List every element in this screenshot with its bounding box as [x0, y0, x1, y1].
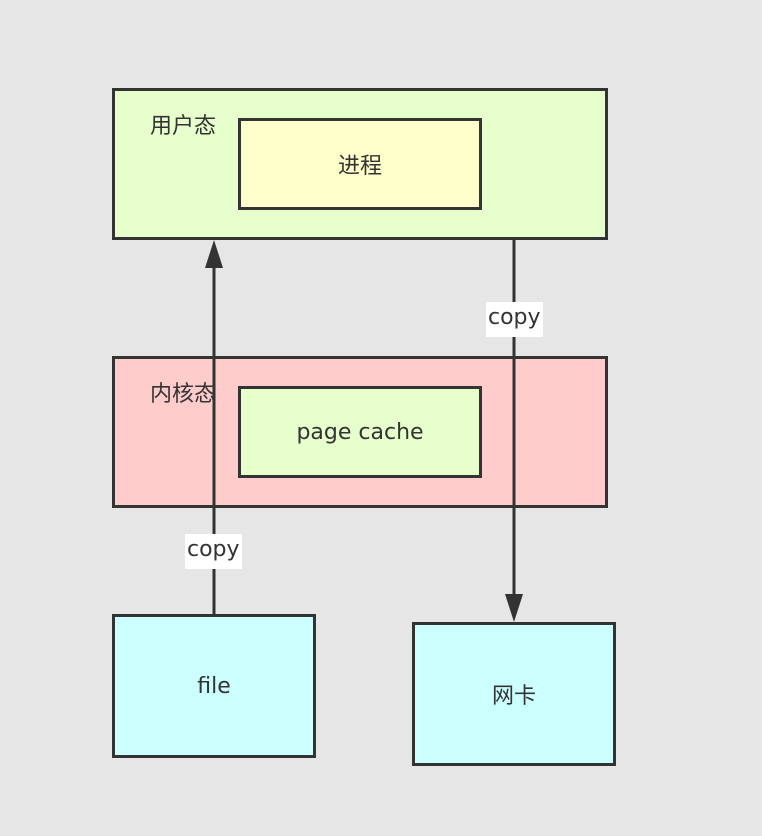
edge-label-nic-copy: copy: [486, 302, 543, 337]
file-box: file: [112, 614, 316, 758]
arrowhead-up-icon: [205, 240, 223, 268]
process-box: 进程: [238, 118, 482, 210]
file-label: file: [197, 673, 231, 699]
nic-box: 网卡: [412, 622, 616, 766]
kernel-space-label: 内核态: [150, 382, 217, 407]
page-cache-label: page cache: [296, 419, 424, 445]
edge-label-file-copy: copy: [185, 534, 242, 569]
arrowhead-down-icon: [505, 594, 523, 622]
process-label: 进程: [337, 154, 382, 179]
user-space-label: 用户态: [150, 114, 217, 139]
nic-label: 网卡: [491, 684, 536, 709]
page-cache-box: page cache: [238, 386, 482, 478]
